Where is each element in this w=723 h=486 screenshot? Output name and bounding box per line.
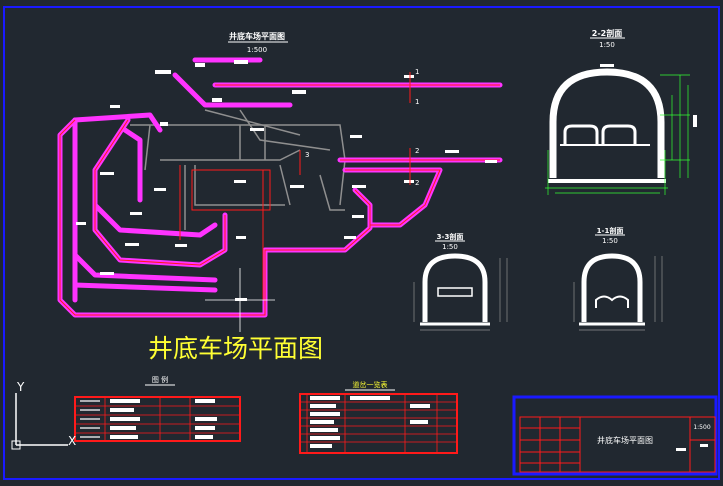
svg-text:1:500: 1:500 xyxy=(693,424,710,431)
section-marker-2: 2 2 xyxy=(409,147,419,187)
plan-view: 井底车场平面图 1:500 xyxy=(57,31,503,332)
svg-text:2: 2 xyxy=(415,147,419,155)
svg-text:1:50: 1:50 xyxy=(602,237,618,245)
svg-text:图 例: 图 例 xyxy=(152,375,168,384)
section-marker-1: 1 1 xyxy=(409,68,419,106)
svg-text:道岔一览表: 道岔一览表 xyxy=(353,380,388,389)
drawing-frame xyxy=(3,6,720,480)
plan-title: 井底车场平面图 xyxy=(229,31,285,41)
roadway-network xyxy=(57,57,503,318)
svg-text:Y: Y xyxy=(16,380,25,394)
ucs-icon: Y X xyxy=(11,380,76,450)
rail-centerlines xyxy=(59,84,500,316)
svg-text:1:50: 1:50 xyxy=(442,243,458,251)
svg-text:1-1剖面: 1-1剖面 xyxy=(597,226,624,235)
section-1-1: 1-1剖面 1:50 xyxy=(573,226,663,331)
svg-text:2-2剖面: 2-2剖面 xyxy=(592,28,622,38)
svg-text:3-3剖面: 3-3剖面 xyxy=(437,232,464,241)
main-caption: 井底车场平面图 xyxy=(148,334,323,363)
plan-scale: 1:500 xyxy=(247,46,267,54)
turnout-schedule-table: 道岔一览表 xyxy=(299,380,458,454)
svg-text:3: 3 xyxy=(305,151,309,159)
rail-tracks xyxy=(130,109,346,230)
svg-text:井底车场平面图: 井底车场平面图 xyxy=(597,435,653,445)
svg-text:1: 1 xyxy=(415,68,419,76)
svg-text:2: 2 xyxy=(415,179,419,187)
section-3-3: 3-3剖面 1:50 xyxy=(413,232,508,331)
legend-table: 图 例 xyxy=(74,375,241,442)
title-block: 井底车场平面图 1:500 xyxy=(512,395,718,476)
svg-text:1: 1 xyxy=(415,98,419,106)
shaft-crosshair xyxy=(205,268,275,332)
station-labels xyxy=(76,60,497,301)
svg-text:X: X xyxy=(68,434,76,448)
section-2-2: 2-2剖面 1:50 xyxy=(545,28,697,195)
svg-text:1:50: 1:50 xyxy=(599,41,615,49)
section-marker-3: 3 xyxy=(299,150,309,175)
